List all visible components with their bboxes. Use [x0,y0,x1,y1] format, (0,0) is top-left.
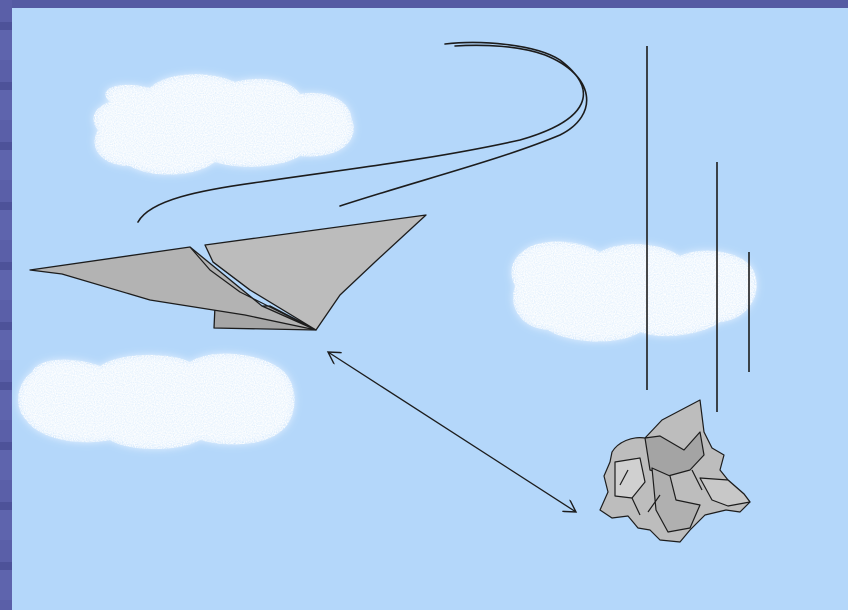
crumpled-paper-ball [599,399,751,543]
paper-airplane [29,214,427,331]
cloud-top-left [93,74,354,175]
frame-left-stripes [0,0,12,610]
airplane-fold [189,246,317,331]
falling-motion-lines [646,46,750,412]
airplane-motion-lines [137,41,588,223]
cloud-bottom-left [18,353,295,449]
comparison-arrow [328,352,576,512]
airplane-left-wing [29,246,317,331]
cloud-right [511,241,757,342]
